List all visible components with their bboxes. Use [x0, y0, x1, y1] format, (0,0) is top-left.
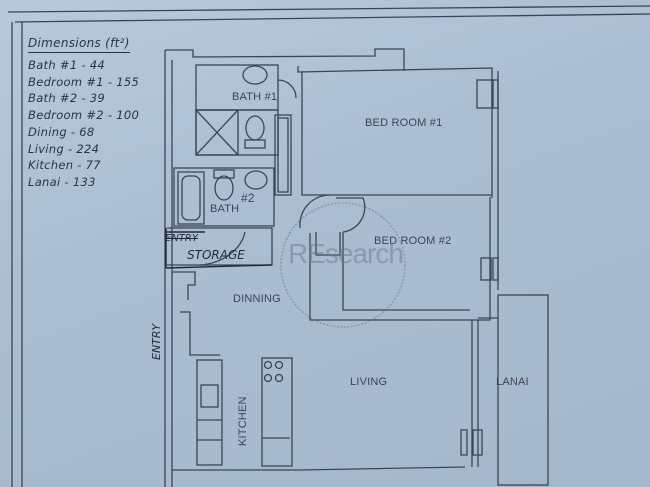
bath2 — [173, 167, 275, 227]
bath1-toilet — [245, 115, 265, 141]
watermark-stamp — [280, 202, 406, 328]
shower — [195, 109, 239, 156]
watermark-text: REsearch — [288, 238, 404, 269]
bathtub — [177, 171, 205, 225]
frame-line — [7, 5, 650, 13]
legend-item: Dining - 68 — [28, 124, 95, 139]
sink — [200, 384, 219, 408]
legend-item: Bath #1 - 44 — [28, 58, 106, 72]
label-bedroom2: BED ROOM #2 — [374, 235, 452, 247]
legend-item: Living - 224 — [28, 141, 100, 156]
label-storage: STORAGE — [187, 248, 245, 262]
lanai — [497, 294, 549, 486]
frame-line — [14, 13, 650, 23]
label-bath2: BATH — [210, 203, 240, 215]
label-entry: ENTRY — [150, 323, 163, 360]
label-entry-struck: ENTRY — [165, 233, 198, 244]
legend-item: Bedroom #2 - 100 — [28, 108, 140, 123]
label-lanai: LANAI — [496, 376, 529, 388]
outer-wall-top — [165, 48, 405, 71]
legend-item: Bedroom #1 - 155 — [28, 74, 140, 89]
legend-item: Bath #2 - 39 — [28, 91, 106, 106]
bath2-sink — [244, 170, 268, 190]
label-bedroom1: BED ROOM #1 — [365, 117, 443, 129]
label-living: LIVING — [350, 376, 388, 388]
label-dining: DINNING — [233, 293, 281, 305]
stove-counter — [261, 357, 293, 467]
storage — [167, 227, 273, 266]
bath1-sink — [242, 65, 268, 85]
label-kitchen: KITCHEN — [237, 396, 249, 446]
bedroom1-wall — [297, 66, 493, 198]
legend-item: Kitchen - 77 — [28, 158, 101, 173]
counter — [196, 359, 223, 466]
legend-item: Lanai - 133 — [28, 174, 96, 189]
window — [476, 79, 493, 109]
label-bath2-number: #2 — [241, 191, 255, 205]
legend-title: Dimensions (ft²) — [28, 36, 130, 53]
door-arc — [277, 79, 297, 99]
bath2-toilet — [214, 175, 234, 201]
label-bath1: BATH #1 — [232, 91, 278, 103]
dimensions-legend: Dimensions (ft²) Bath #1 - 44 Bedroom #1… — [28, 32, 158, 191]
